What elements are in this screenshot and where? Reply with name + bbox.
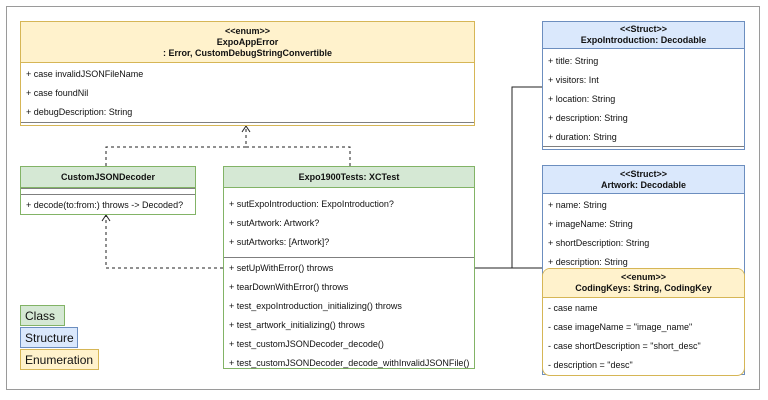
class-method: + tearDownWithError() throws: [229, 282, 349, 292]
expo-app-error-conformance: : Error, CustomDebugStringConvertible: [162, 47, 332, 58]
class-method: + setUpWithError() throws: [229, 263, 334, 273]
enum-member: + case invalidJSONFileName: [26, 69, 144, 79]
struct-member: + location: String: [548, 94, 616, 104]
struct-member: + title: String: [548, 56, 599, 66]
struct-member: + description: String: [548, 257, 628, 267]
struct-member: + name: String: [548, 200, 607, 210]
legend-enumeration-label: Enumeration: [25, 353, 94, 367]
enum-member: - case shortDescription = "short_desc": [548, 341, 701, 351]
legend-class-label: Class: [25, 309, 56, 323]
class-property: + sutArtworks: [Artwork]?: [229, 237, 330, 247]
artwork-name: Artwork: Decodable: [600, 179, 687, 190]
legend-class: Class: [20, 305, 65, 326]
coding-keys-stereotype: <<enum>>: [620, 272, 667, 282]
legend-enumeration: Enumeration: [20, 349, 99, 370]
struct-member: + duration: String: [548, 132, 617, 142]
struct-member: + shortDescription: String: [548, 238, 650, 248]
class-property: + sutArtwork: Artwork?: [229, 218, 320, 228]
class-method: + test_artwork_initializing() throws: [229, 320, 365, 330]
expo-app-error-stereotype: <<enum>>: [224, 25, 271, 36]
expo-app-error-enum: <<enum>> ExpoAppError : Error, CustomDeb…: [20, 21, 475, 126]
class-method: + test_customJSONDecoder_decode(): [229, 339, 384, 349]
expo-tests-name: Expo1900Tests: XCTest: [298, 171, 400, 182]
coding-keys-enum: <<enum>> CodingKeys: String, CodingKey -…: [542, 268, 745, 376]
class-method: + decode(to:from:) throws -> Decoded?: [21, 194, 195, 215]
struct-member: + description: String: [548, 113, 628, 123]
enum-member: - description = "desc": [548, 360, 633, 370]
legend-structure: Structure: [20, 327, 78, 348]
enum-member: - case imageName = "image_name": [548, 322, 693, 332]
expo-introduction-struct: <<Struct>> ExpoIntroduction: Decodable +…: [542, 21, 745, 150]
expo-app-error-name: ExpoAppError: [216, 36, 279, 47]
custom-json-decoder-class: CustomJSONDecoder + decode(to:from:) thr…: [20, 166, 196, 215]
expo-tests-class: Expo1900Tests: XCTest + sutExpoIntroduct…: [223, 166, 475, 369]
enum-member: + debugDescription: String: [26, 107, 133, 117]
struct-member: + imageName: String: [548, 219, 633, 229]
artwork-stereotype: <<Struct>>: [619, 168, 668, 179]
class-method: + test_expoIntroduction_initializing() t…: [229, 301, 402, 311]
expo-introduction-stereotype: <<Struct>>: [619, 24, 668, 34]
class-method: + test_customJSONDecoder_decode_withInva…: [229, 358, 470, 368]
coding-keys-name: CodingKeys: String, CodingKey: [575, 283, 712, 293]
expo-introduction-name: ExpoIntroduction: Decodable: [580, 35, 707, 45]
diagram-frame: [6, 6, 760, 390]
enum-member: - case name: [548, 303, 598, 313]
struct-member: + visitors: Int: [548, 75, 599, 85]
enum-member: + case foundNil: [26, 88, 89, 98]
custom-json-decoder-name: CustomJSONDecoder: [60, 171, 156, 182]
class-property: + sutExpoIntroduction: ExpoIntroduction?: [229, 199, 394, 209]
legend-structure-label: Structure: [25, 331, 74, 345]
